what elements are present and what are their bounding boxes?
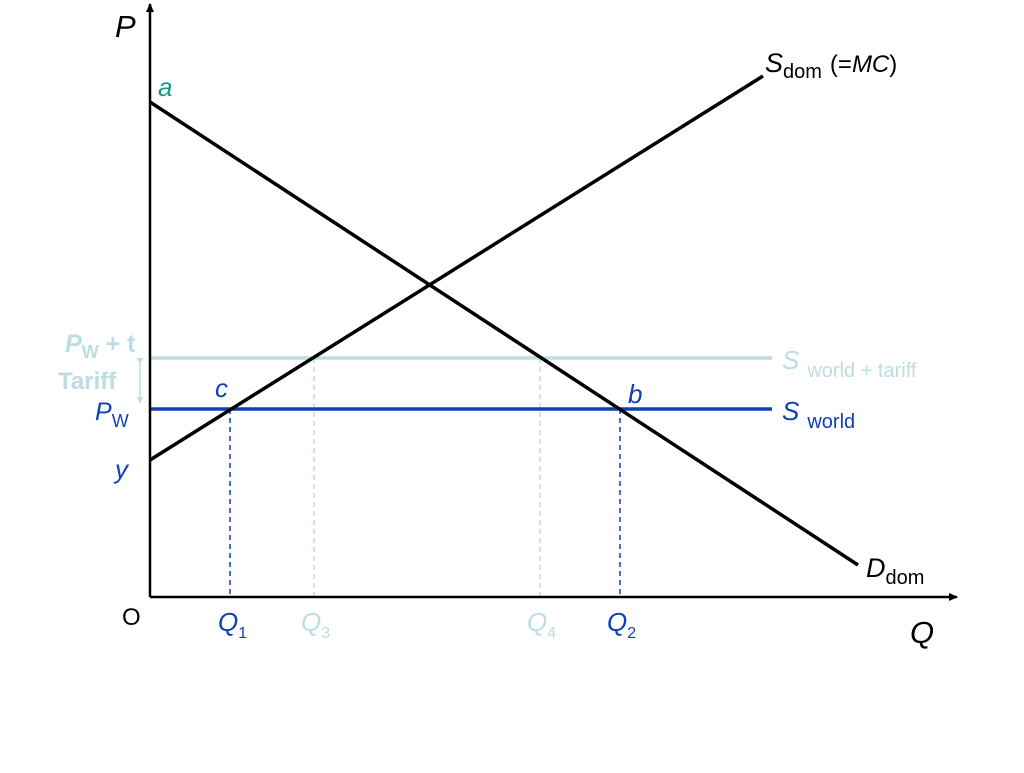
point-label-c: c bbox=[215, 373, 228, 403]
tariff-label: Tariff bbox=[58, 368, 117, 395]
world-price-plus-tariff-label: PW + t bbox=[65, 330, 136, 362]
world-price-label: PW bbox=[95, 398, 129, 431]
point-label-b: b bbox=[628, 379, 642, 409]
x-axis-label: Q bbox=[910, 615, 934, 650]
supply-intercept-label-y: y bbox=[113, 454, 130, 484]
quantity-label-q2: Q2 bbox=[607, 607, 636, 642]
point-label-a: a bbox=[158, 72, 172, 102]
quantity-label-q4: Q4 bbox=[527, 607, 556, 642]
quantity-label-q1: Q1 bbox=[218, 607, 247, 642]
domestic-supply-label: Sdom(=MC) bbox=[765, 48, 897, 83]
domestic-supply-curve bbox=[149, 74, 764, 462]
quantity-label-q3: Q3 bbox=[301, 607, 330, 642]
domestic-demand-curve bbox=[149, 100, 859, 567]
y-axis-label: P bbox=[115, 9, 136, 44]
domestic-demand-label: Ddom bbox=[866, 553, 924, 589]
origin-label: O bbox=[122, 604, 141, 631]
